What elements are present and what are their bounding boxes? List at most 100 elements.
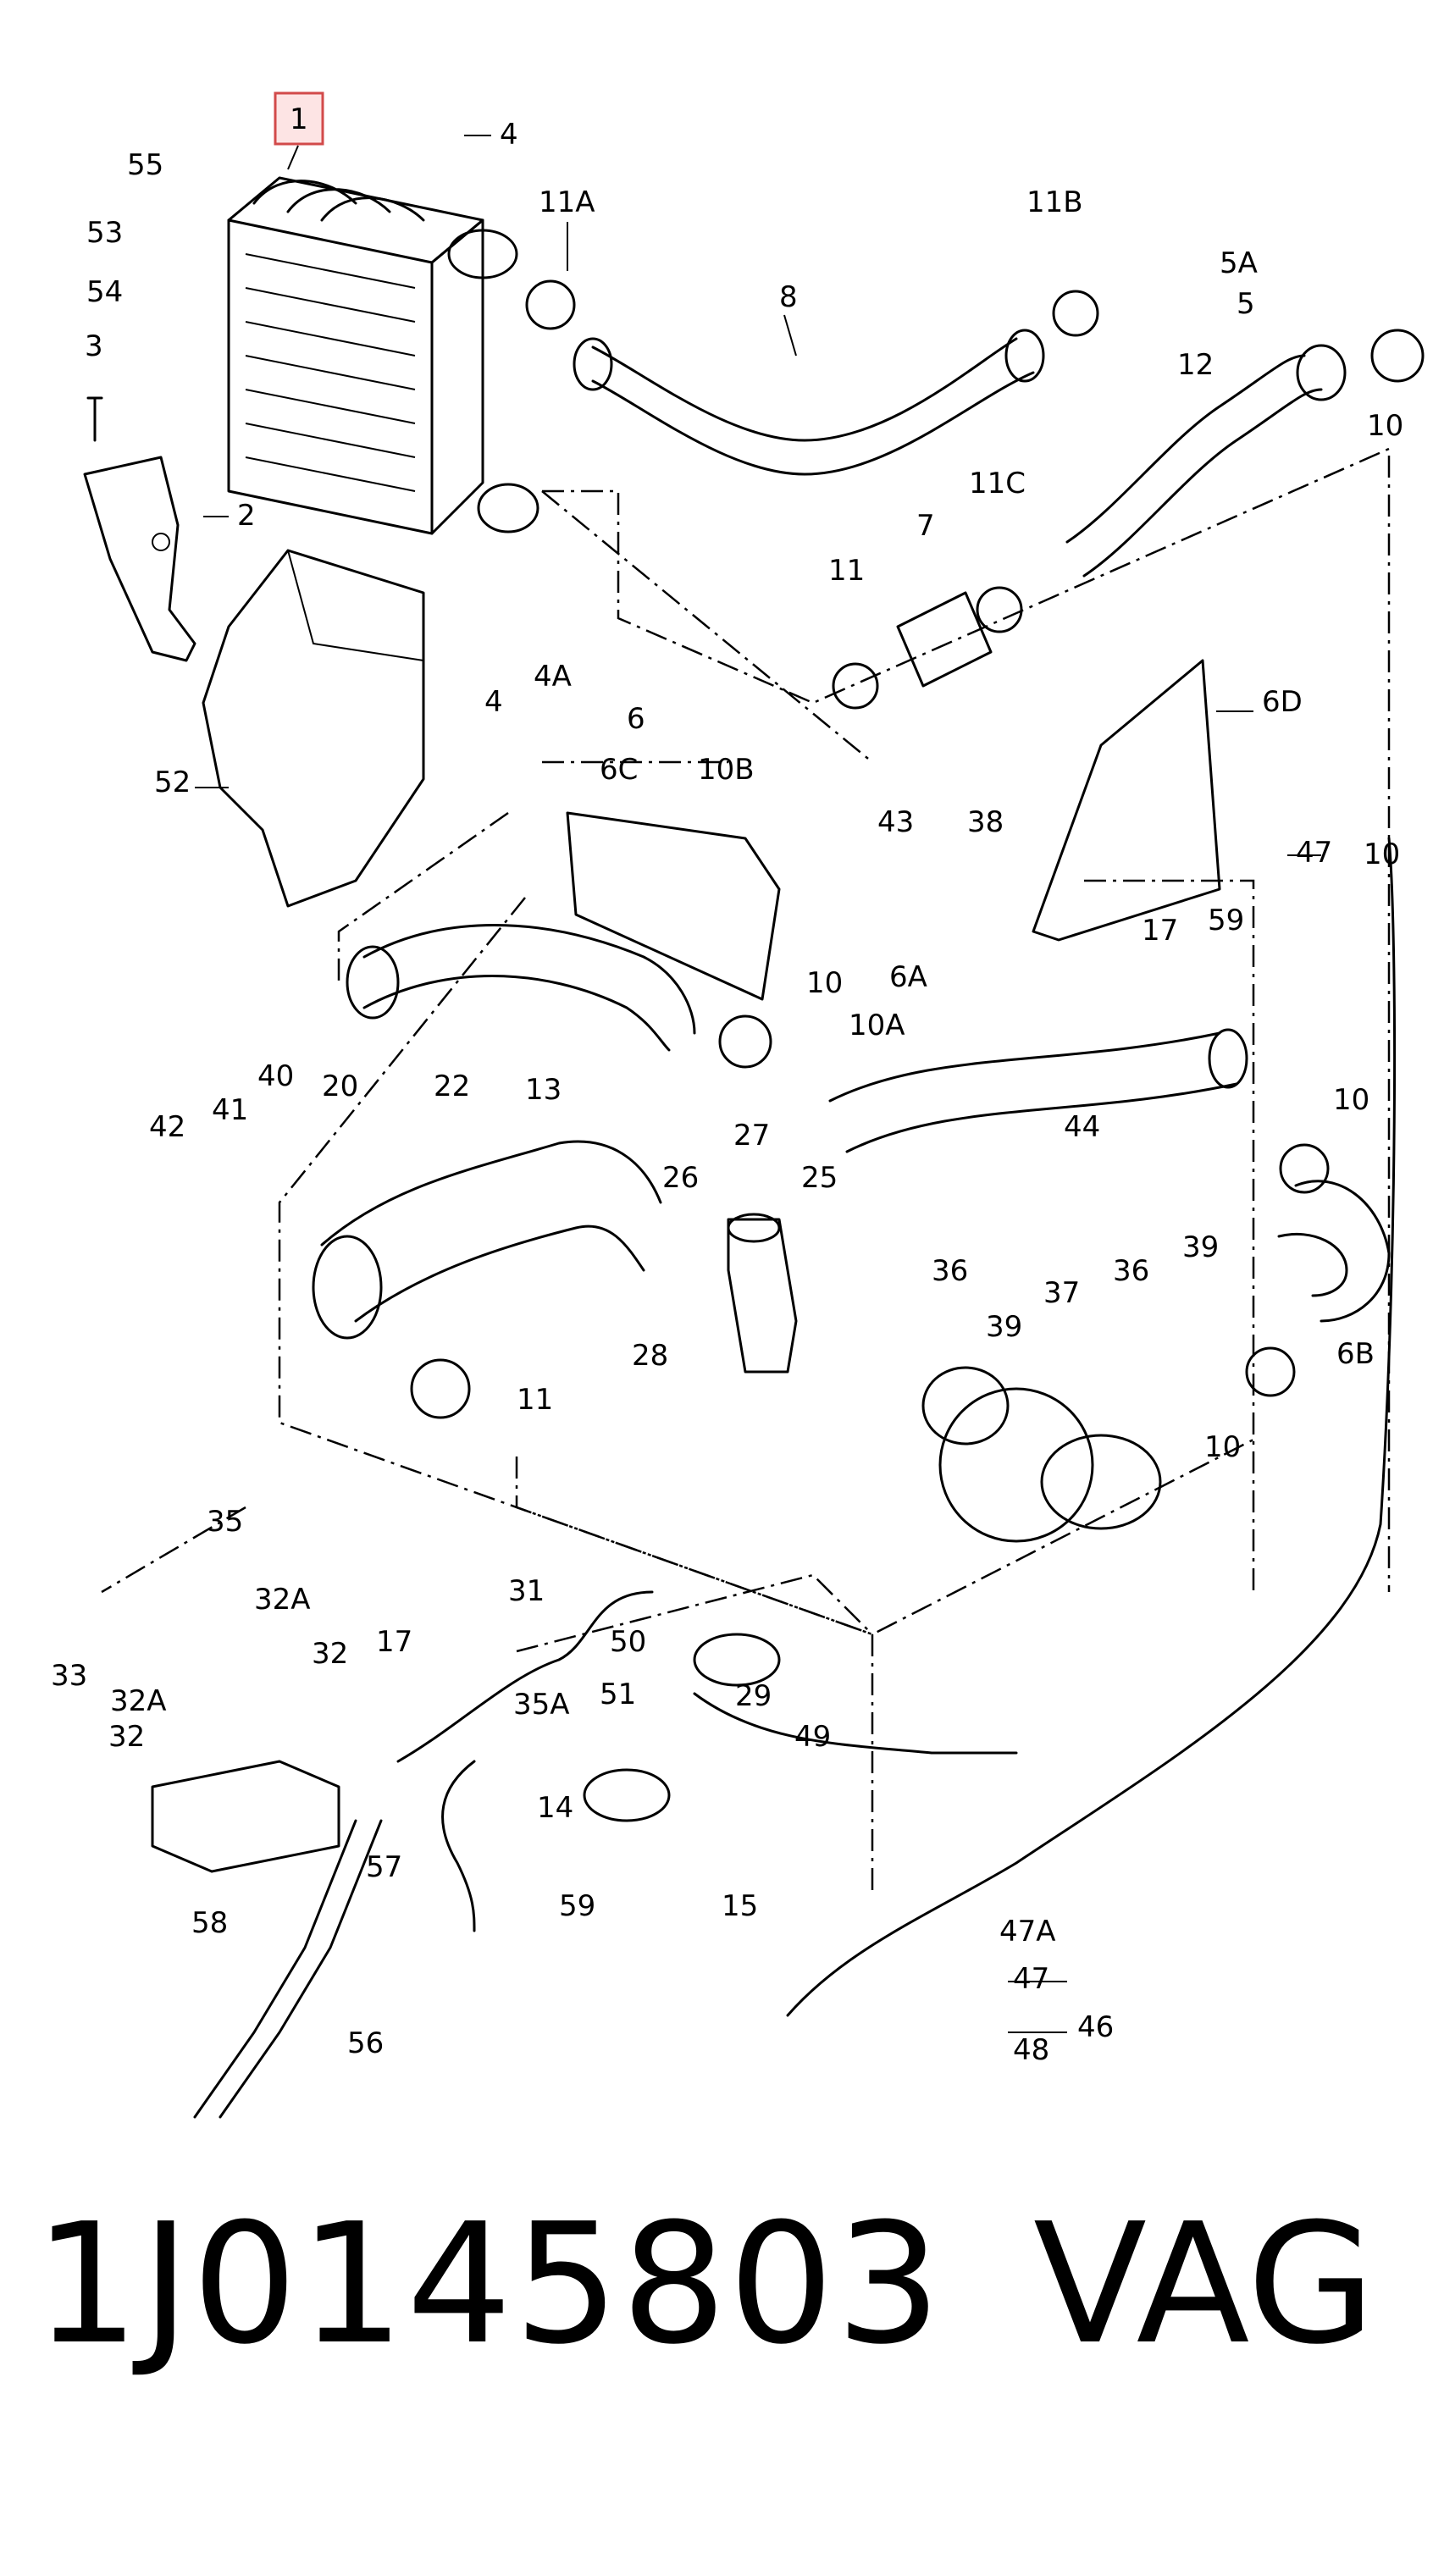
callout-label: 10B xyxy=(698,753,755,787)
leader-lines xyxy=(195,135,1321,2033)
callout-label: 37 xyxy=(1043,1276,1080,1310)
vacuum-line-56 xyxy=(193,1760,476,2119)
callout-label: 35 xyxy=(207,1505,243,1539)
callout-label: 50 xyxy=(610,1625,646,1659)
solenoid-valve-29 xyxy=(693,1633,781,1687)
hose-6b xyxy=(1277,1180,1391,1323)
callout-label: 57 xyxy=(366,1850,402,1884)
callout-label: 6C xyxy=(600,753,638,787)
callout-label: 4 xyxy=(484,685,503,719)
bracket xyxy=(83,456,196,662)
callout-label: 12 xyxy=(1177,348,1214,382)
callout-label: 10 xyxy=(1204,1430,1241,1464)
callout-label: 20 xyxy=(322,1070,358,1103)
charge-air-pipe-6a xyxy=(828,1028,1248,1153)
callout-label: 48 xyxy=(1013,2033,1049,2067)
callout-label: 7 xyxy=(916,509,935,543)
callout-label: 2 xyxy=(237,499,256,533)
callout-label: 43 xyxy=(877,805,914,839)
callout-label: 32 xyxy=(312,1637,348,1671)
callout-labels: 1 2 3 4 4 4A 5 5A 6 6A 6B 6C 6D 7 8 10 1… xyxy=(51,91,1403,2067)
air-guide xyxy=(202,549,425,908)
callout-label: 58 xyxy=(191,1906,228,1940)
callout-label: 6B xyxy=(1336,1337,1375,1371)
callout-label: 28 xyxy=(632,1339,668,1373)
callout-label: 55 xyxy=(127,148,163,182)
callout-label: 5 xyxy=(1237,287,1255,321)
brand-name: VAG xyxy=(1033,2188,1376,2381)
intercooler xyxy=(227,176,539,535)
callout-label: 4 xyxy=(500,118,518,152)
callout-label: 15 xyxy=(722,1889,758,1923)
callout-label: 3 xyxy=(85,329,103,363)
callout-highlight xyxy=(274,91,324,146)
callout-label: 41 xyxy=(212,1093,248,1127)
callout-label: 59 xyxy=(559,1889,595,1923)
vacuum-reservoir xyxy=(151,1760,340,1873)
callout-label: 10 xyxy=(806,966,843,1000)
callout-label: 6A xyxy=(889,960,927,994)
callout-label: 1 xyxy=(290,102,308,136)
callout-label: 56 xyxy=(347,2026,384,2060)
callout-label: 6 xyxy=(627,702,645,736)
callout-label: 11C xyxy=(969,467,1026,500)
callout-label: 53 xyxy=(86,216,123,250)
callout-label: 14 xyxy=(537,1791,573,1825)
callout-label: 47A xyxy=(999,1915,1056,1949)
callout-label: 36 xyxy=(932,1254,968,1288)
vacuum-hose-31 xyxy=(396,1590,654,1763)
callout-label: 38 xyxy=(967,805,1004,839)
pipe-27 xyxy=(727,1213,798,1374)
callout-label: 40 xyxy=(257,1059,294,1093)
callout-label: 10 xyxy=(1364,837,1400,871)
callout-label: 10 xyxy=(1333,1083,1369,1117)
callout-label: 27 xyxy=(733,1119,770,1153)
heat-shield-6d xyxy=(1032,659,1221,942)
callout-label: 29 xyxy=(735,1679,772,1713)
callout-label: 17 xyxy=(1142,914,1178,948)
charge-air-hose-13 xyxy=(312,1140,662,1340)
callout-label: 51 xyxy=(600,1678,636,1711)
callout-label: 46 xyxy=(1077,2010,1114,2044)
callout-label: 11B xyxy=(1026,185,1083,219)
callout-label: 22 xyxy=(434,1070,470,1103)
callout-label: 11A xyxy=(539,185,595,219)
callout-label: 32A xyxy=(110,1684,167,1718)
callout-label: 59 xyxy=(1208,904,1244,937)
callout-label: 35A xyxy=(513,1688,570,1722)
callout-label: 47 xyxy=(1013,1962,1049,1996)
callout-label: 11 xyxy=(517,1383,553,1417)
callout-label: 49 xyxy=(794,1720,831,1754)
charge-air-hose-8 xyxy=(573,329,1045,476)
part-number: 1J0145803 xyxy=(34,2188,943,2381)
vacuum-hose-47 xyxy=(693,837,1397,2017)
screw xyxy=(86,396,103,442)
callout-label: 17 xyxy=(376,1625,412,1659)
heat-shield-6c xyxy=(566,811,781,1001)
callout-label: 42 xyxy=(149,1110,185,1144)
callout-label: 32 xyxy=(108,1720,145,1754)
callout-label: 10A xyxy=(849,1009,905,1042)
charge-air-hose-6 xyxy=(346,924,696,1052)
callout-label: 47 xyxy=(1296,836,1332,870)
callout-label: 13 xyxy=(525,1073,562,1107)
callout-label: 32A xyxy=(254,1583,311,1617)
callout-label: 5A xyxy=(1220,246,1258,280)
charge-air-hose-12 xyxy=(1065,344,1347,578)
callout-label: 39 xyxy=(1182,1230,1219,1264)
callout-label: 54 xyxy=(86,275,123,309)
callout-label: 8 xyxy=(779,280,798,314)
callout-label: 44 xyxy=(1064,1110,1100,1144)
callout-label: 31 xyxy=(508,1574,545,1608)
callout-label: 25 xyxy=(801,1161,838,1195)
callout-label: 10 xyxy=(1367,409,1403,443)
callout-label: 36 xyxy=(1113,1254,1149,1288)
callout-label: 4A xyxy=(534,660,572,694)
turbocharger xyxy=(921,1366,1162,1543)
callout-label: 33 xyxy=(51,1659,87,1693)
hose-sleeve-7 xyxy=(896,591,993,688)
hose-clamps xyxy=(410,279,1425,1419)
solenoid-valve-14 xyxy=(583,1768,671,1822)
callout-label: 52 xyxy=(154,766,191,799)
